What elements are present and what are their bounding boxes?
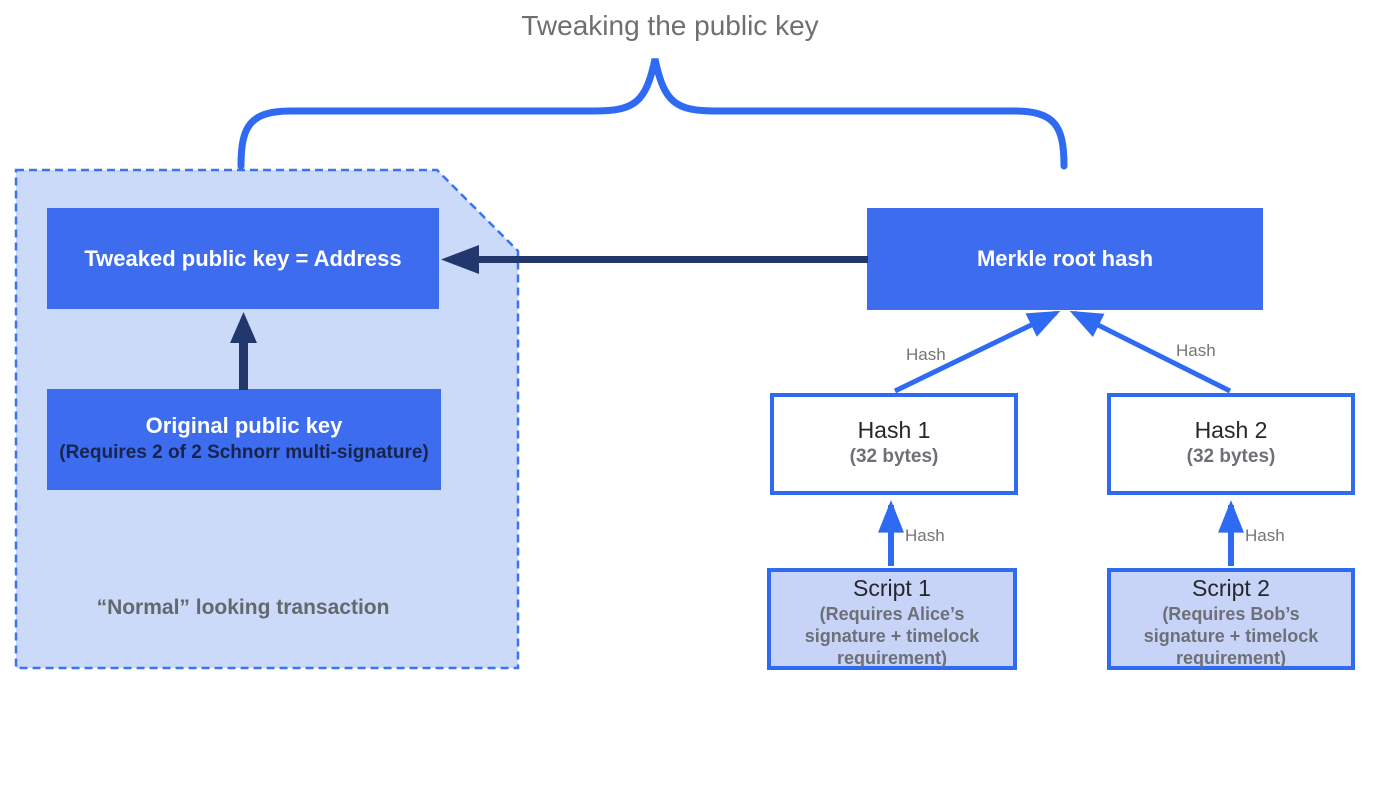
diagram-title: Tweaking the public key	[521, 10, 819, 41]
hash2-title: Hash 2	[1194, 417, 1268, 443]
hash1-box: Hash 1 (32 bytes)	[770, 393, 1018, 495]
hash2-box: Hash 2 (32 bytes)	[1107, 393, 1355, 495]
original-public-key-sublabel: (Requires 2 of 2 Schnorr multi-signature…	[59, 442, 429, 464]
hash1-to-root-edge-label: Hash	[906, 345, 946, 364]
script1-box: Script 1 (Requires Alice’s signature + t…	[767, 568, 1017, 670]
merkle-root-hash-label: Merkle root hash	[976, 246, 1154, 271]
tweaked-public-key-label: Tweaked public key = Address	[84, 246, 402, 271]
hash2-to-root-edge-label: Hash	[1176, 341, 1216, 360]
script2-subtitle: (Requires Bob’s signature + timelock req…	[1143, 604, 1319, 668]
normal-transaction-caption: “Normal” looking transaction	[96, 596, 390, 619]
original-to-tweaked-arrow	[230, 312, 257, 390]
script1-to-hash1-edge-label: Hash	[905, 526, 945, 545]
script2-to-hash2-edge-label: Hash	[1245, 526, 1285, 545]
original-public-key-box: Original public key (Requires 2 of 2 Sch…	[47, 389, 441, 490]
script2-title: Script 2	[1192, 575, 1270, 601]
hash2-subtitle: (32 bytes)	[1186, 446, 1276, 467]
script1-subtitle: (Requires Alice’s signature + timelock r…	[804, 604, 980, 668]
script2-box: Script 2 (Requires Bob’s signature + tim…	[1107, 568, 1355, 670]
hash1-title: Hash 1	[857, 417, 931, 443]
curly-brace	[237, 58, 1068, 170]
script1-title: Script 1	[853, 575, 931, 601]
merkle-to-tweaked-arrow	[441, 245, 868, 274]
hash1-subtitle: (32 bytes)	[849, 446, 939, 467]
original-public-key-label: Original public key	[145, 413, 343, 438]
tweaked-public-key-box: Tweaked public key = Address	[47, 208, 439, 309]
merkle-root-hash-box: Merkle root hash	[867, 208, 1263, 310]
